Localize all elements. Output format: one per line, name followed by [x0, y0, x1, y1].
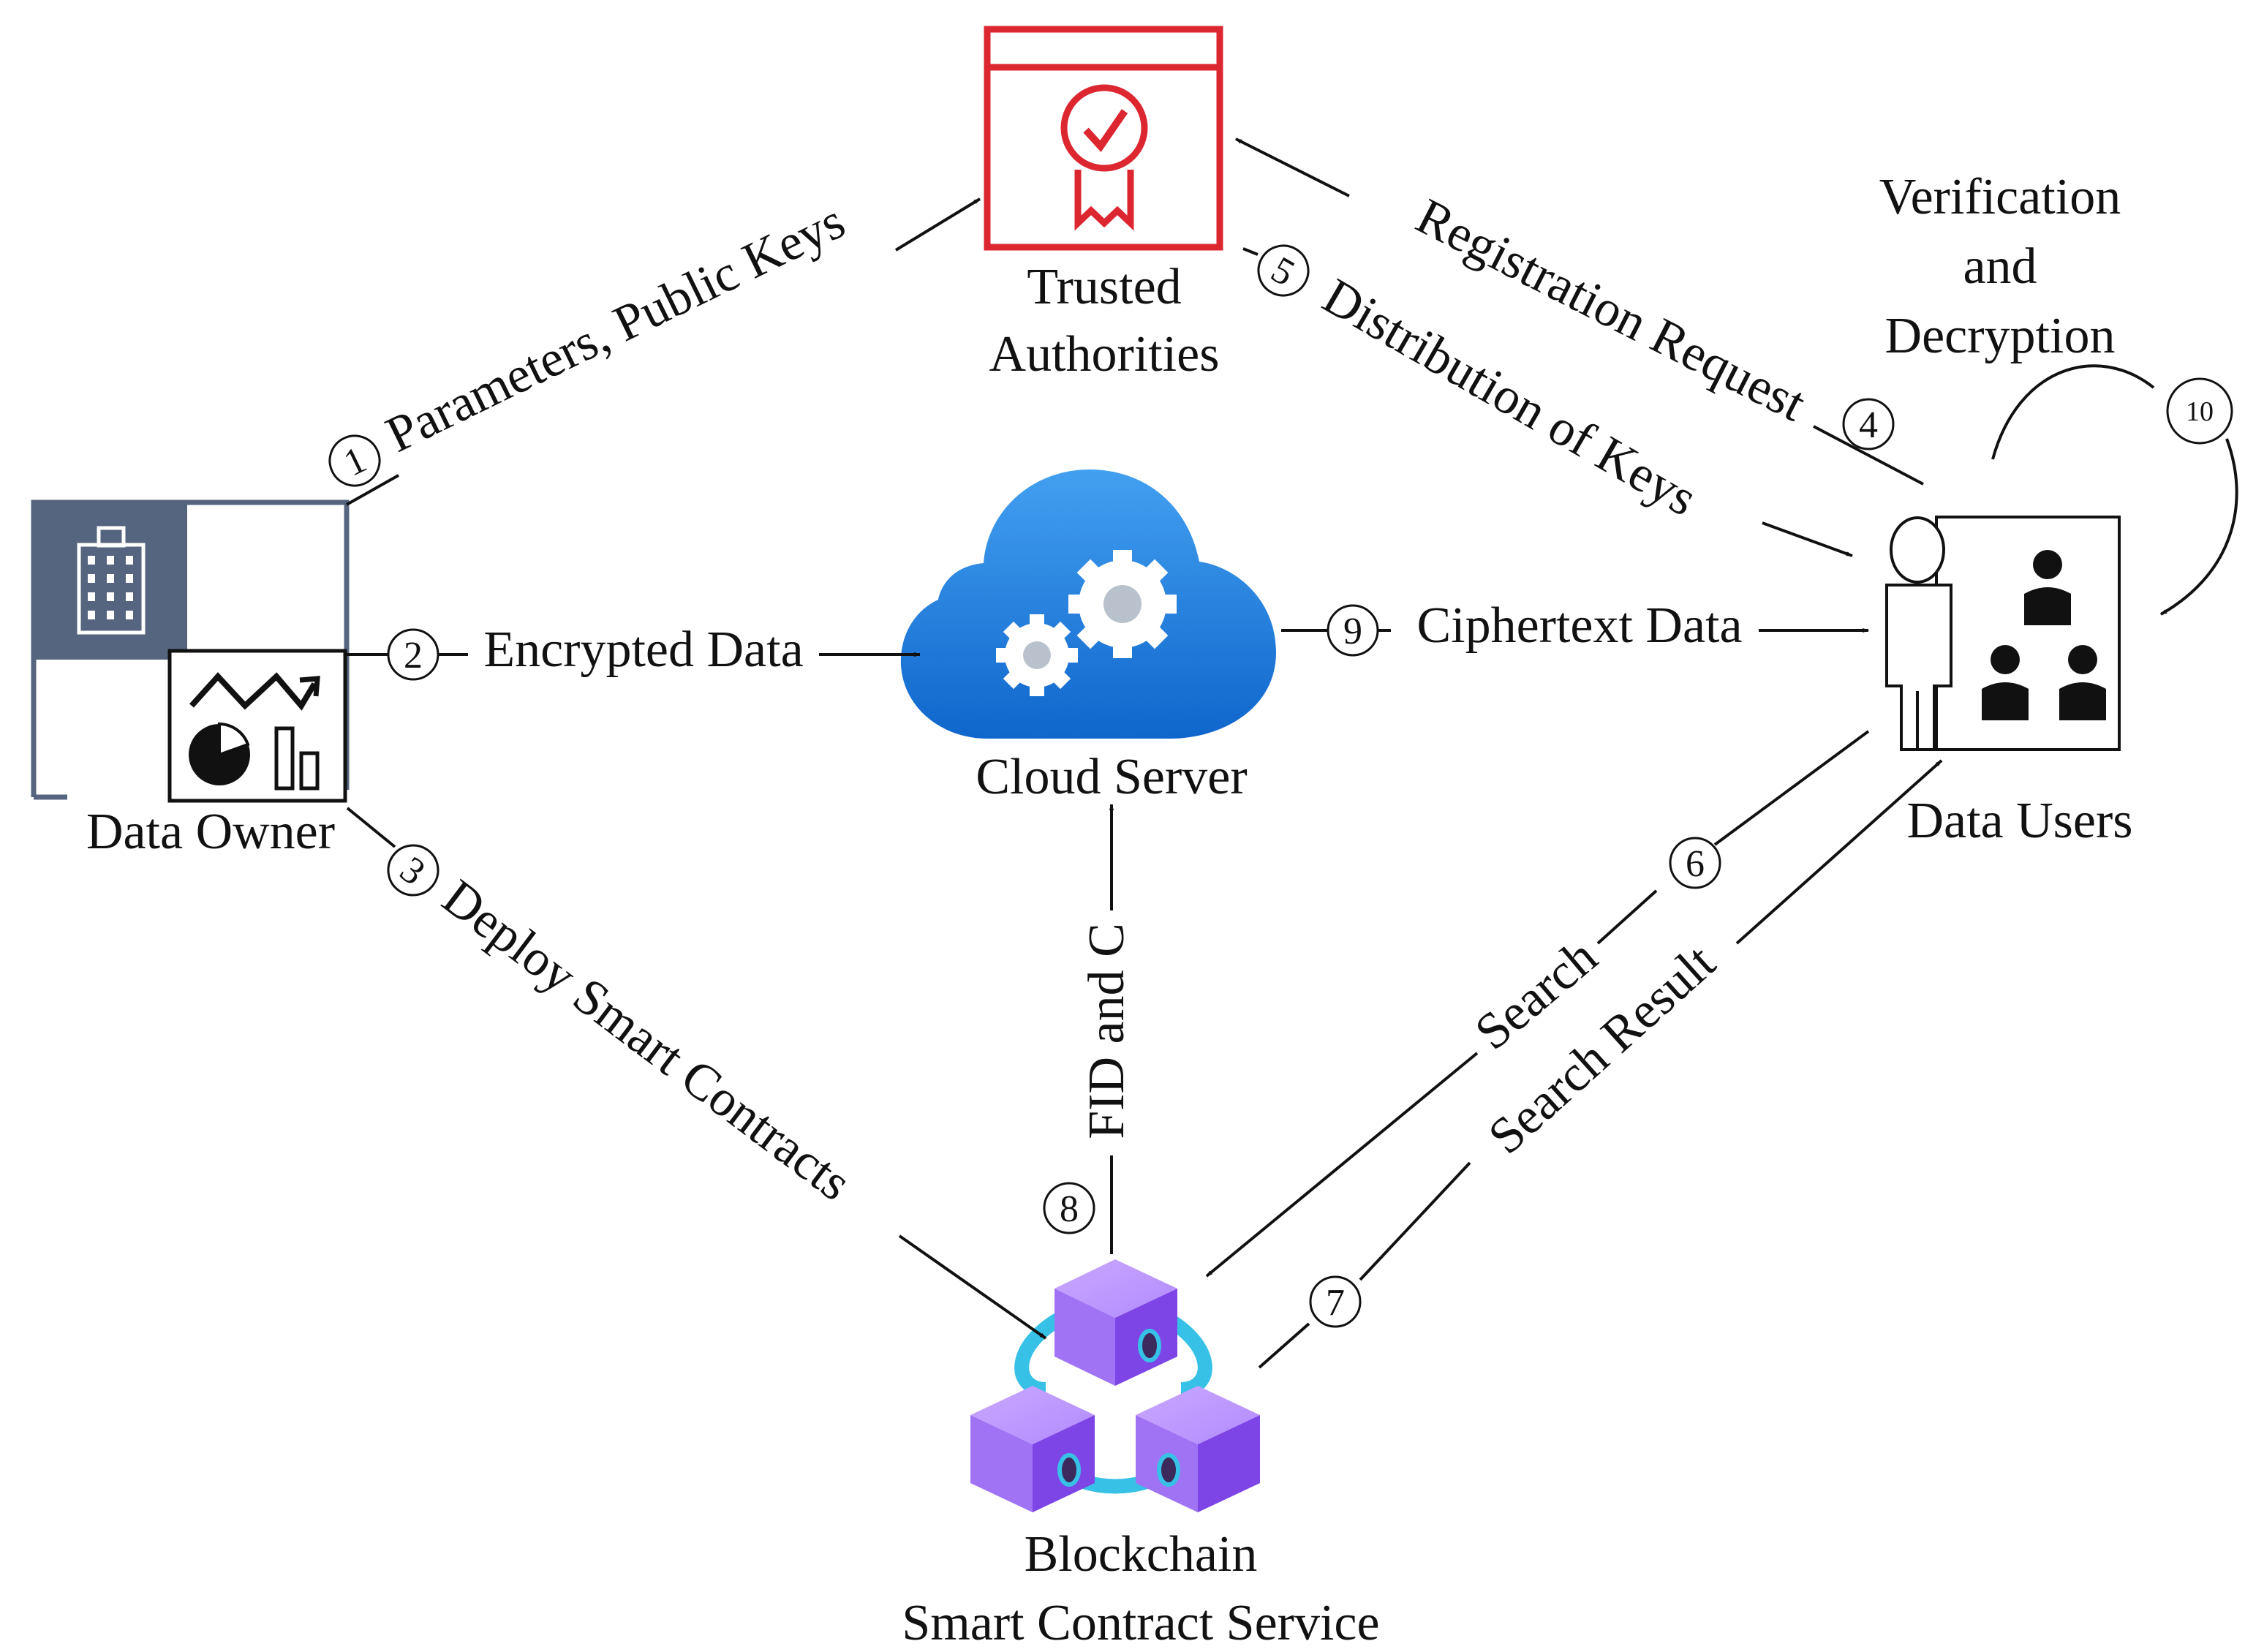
edge-6-search: 6 Search [1205, 730, 1870, 1278]
blockchain-label-line2: Smart Contract Service [902, 1595, 1379, 1651]
edge-8-label: FID and C [1079, 923, 1135, 1139]
edge-8-step-number: 8 [1060, 1188, 1079, 1230]
trusted-authorities-label-line2: Authorities [989, 326, 1220, 382]
edge-8-fid-and-c: FID and C 8 [1043, 804, 1135, 1254]
edge-2-label: Encrypted Data [483, 622, 803, 678]
cloud-server-node: Cloud Server [900, 469, 1276, 805]
verification-line3: Decryption [1885, 308, 2116, 364]
edge-1-label: Parameters, Public Keys [377, 193, 853, 464]
trusted-authorities-label-line1: Trusted [1027, 259, 1181, 315]
edge-3-label: Deploy Smart Contracts [432, 869, 861, 1212]
users-icon [1885, 516, 2121, 751]
edge-4-step-number: 4 [1859, 404, 1878, 446]
certificate-icon [984, 26, 1223, 251]
edge-2-step-number: 2 [404, 635, 423, 676]
data-owner-label: Data Owner [86, 804, 335, 860]
edge-7-search-result: 7 Search Result [1258, 759, 1943, 1369]
edge-10-step-number: 10 [2186, 396, 2214, 427]
verification-line1: Verification [1879, 169, 2121, 225]
edge-9-step-number: 9 [1343, 611, 1362, 652]
edge-7-step-number: 7 [1326, 1282, 1345, 1324]
edge-10-self-loop: 10 [1991, 364, 2238, 616]
edge-9-ciphertext-data: 9 Ciphertext Data [1281, 597, 1869, 657]
blockchain-node: Blockchain Smart Contract Service [902, 1259, 1380, 1651]
edge-9-label: Ciphertext Data [1416, 597, 1742, 654]
blockchain-label-line1: Blockchain [1025, 1526, 1258, 1583]
data-owner-node: Data Owner [31, 499, 350, 860]
blockchain-cubes-icon [970, 1259, 1260, 1512]
cloud-server-label: Cloud Server [976, 749, 1247, 805]
edge-2-encrypted-data: 2 Encrypted Data [347, 622, 921, 681]
trusted-authorities-node: Trusted Authorities [984, 26, 1223, 382]
edge-6-step-number: 6 [1686, 843, 1705, 885]
data-users-label: Data Users [1906, 793, 2132, 849]
cloud-gears-icon [900, 469, 1276, 739]
verification-decryption-label: Verification and Decryption [1879, 169, 2121, 364]
building-analytics-icon [31, 499, 350, 803]
edge-3-deploy-smart-contracts: 3 Deploy Smart Contracts [346, 807, 1046, 1338]
verification-line2: and [1963, 238, 2037, 295]
edge-1-parameters-public-keys: 1 Parameters, Public Keys [328, 193, 980, 506]
data-users-node: Data Users [1885, 516, 2133, 849]
